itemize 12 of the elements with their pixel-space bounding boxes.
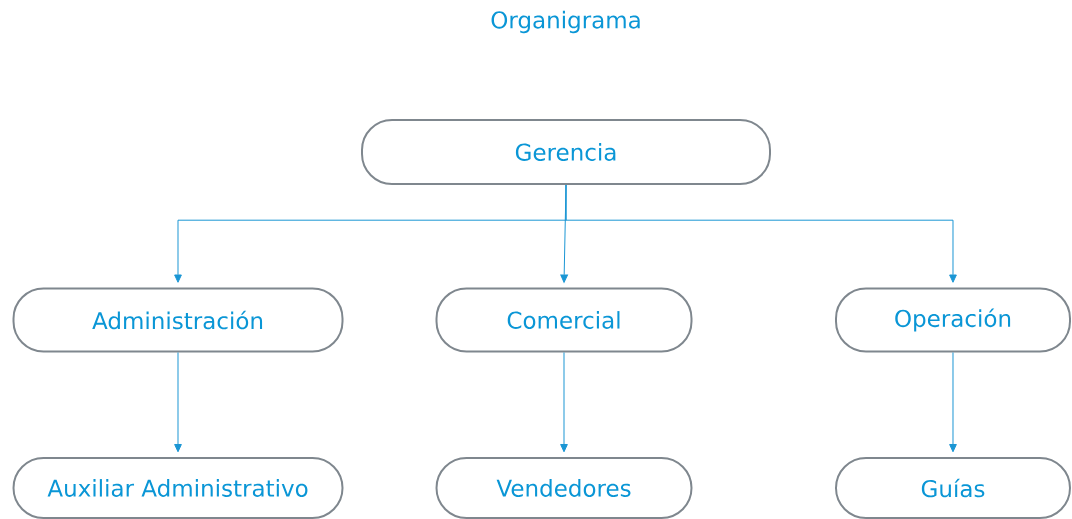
rounded-box: Gerencia	[361, 119, 771, 185]
arrow	[174, 352, 182, 453]
arrow	[560, 352, 568, 453]
rounded-box: Administración	[12, 287, 344, 353]
arrow	[949, 352, 957, 453]
rounded-box: Operación	[835, 287, 1071, 353]
title: Organigrama	[491, 10, 640, 34]
arrow	[565, 184, 957, 283]
rounded-box: Guías	[835, 457, 1071, 519]
rounded-box: Comercial	[435, 287, 693, 353]
rounded-box: Vendedores	[435, 457, 693, 519]
rounded-box: Auxiliar Administrativo	[12, 457, 344, 519]
